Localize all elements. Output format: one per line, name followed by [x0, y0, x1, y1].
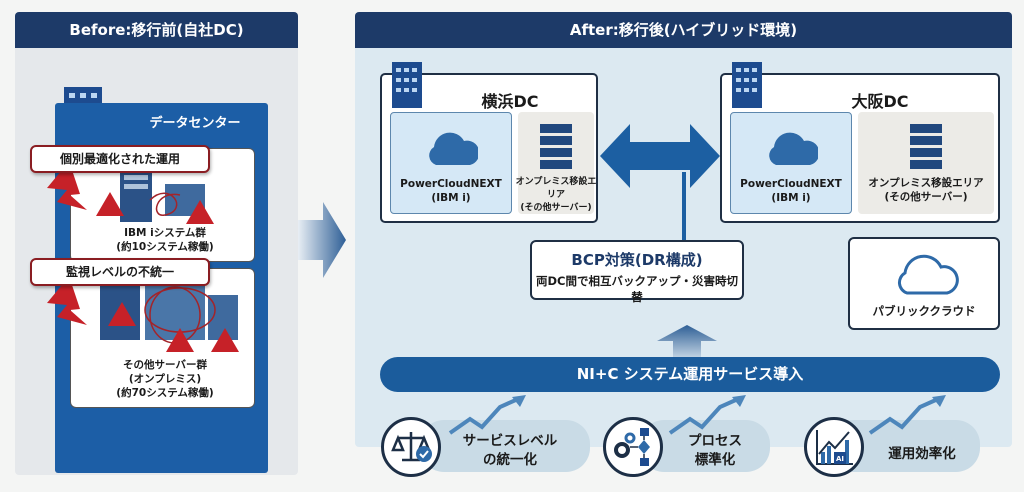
efficiency-chart-icon: AI — [804, 417, 864, 477]
after-title: After:移行後(ハイブリッド環境) — [355, 12, 1012, 48]
building-icon — [732, 62, 762, 108]
process-icon — [603, 417, 663, 477]
yokohama-dc-title: 横浜DC — [481, 92, 539, 111]
lightning-arrow-icon — [47, 170, 87, 210]
benefit-process: プロセス標準化 — [688, 433, 742, 468]
transition-arrow-icon — [298, 202, 346, 278]
osaka-pcn: PowerCloudNEXT(IBM i) — [730, 112, 852, 214]
server-icon — [910, 124, 942, 169]
server-rack-icon — [100, 280, 238, 344]
service-level-icon — [381, 417, 441, 477]
osaka-dc-title: 大阪DC — [851, 92, 909, 111]
up-arrow-icon — [657, 325, 717, 359]
datacenter-label: データセンター — [149, 116, 241, 131]
benefit-service-level: サービスレベルの統一化 — [462, 433, 558, 468]
server-icon — [540, 124, 572, 169]
cloud-outline-icon — [898, 254, 959, 295]
benefit-pill — [420, 420, 590, 472]
osaka-onprem: オンプレミス移設エリア(その他サーバー) — [858, 112, 994, 214]
benefit-efficiency: 運用効率化 — [888, 446, 956, 462]
before-title: Before:移行前(自社DC) — [15, 12, 298, 48]
server-icon — [120, 170, 205, 222]
warning-icons — [96, 192, 214, 224]
bidirectional-arrow-icon — [600, 124, 720, 242]
bcp-box: BCP対策(DR構成) 両DC間で相互バックアップ・災害時切替 — [530, 240, 744, 304]
yokohama-onprem: オンプレミス移設エリア(その他サーバー) — [516, 112, 596, 214]
ibm-group-label: IBM iシステム群(約10システム稼働) — [116, 227, 214, 253]
callout-individual-ops: 個別最適化された運用 — [30, 145, 210, 173]
building-icon — [392, 62, 422, 108]
yokohama-pcn: PowerCloudNEXT(IBM i) — [390, 112, 512, 214]
cloud-icon — [769, 132, 818, 165]
cloud-icon — [429, 132, 478, 165]
public-cloud-box: パブリッククラウド — [848, 237, 1000, 330]
growth-arrows-icon — [448, 395, 946, 435]
other-group-label: その他サーバー群(オンプレミス)(約70システム稼働) — [116, 359, 214, 399]
callout-monitoring: 監視レベルの不統一 — [30, 258, 210, 286]
lightning-arrow-icon — [47, 285, 87, 325]
warning-icons-2 — [108, 302, 239, 352]
service-bar: NI+C システム運用サービス導入 — [380, 357, 1000, 392]
svg-text:AI: AI — [836, 455, 844, 463]
